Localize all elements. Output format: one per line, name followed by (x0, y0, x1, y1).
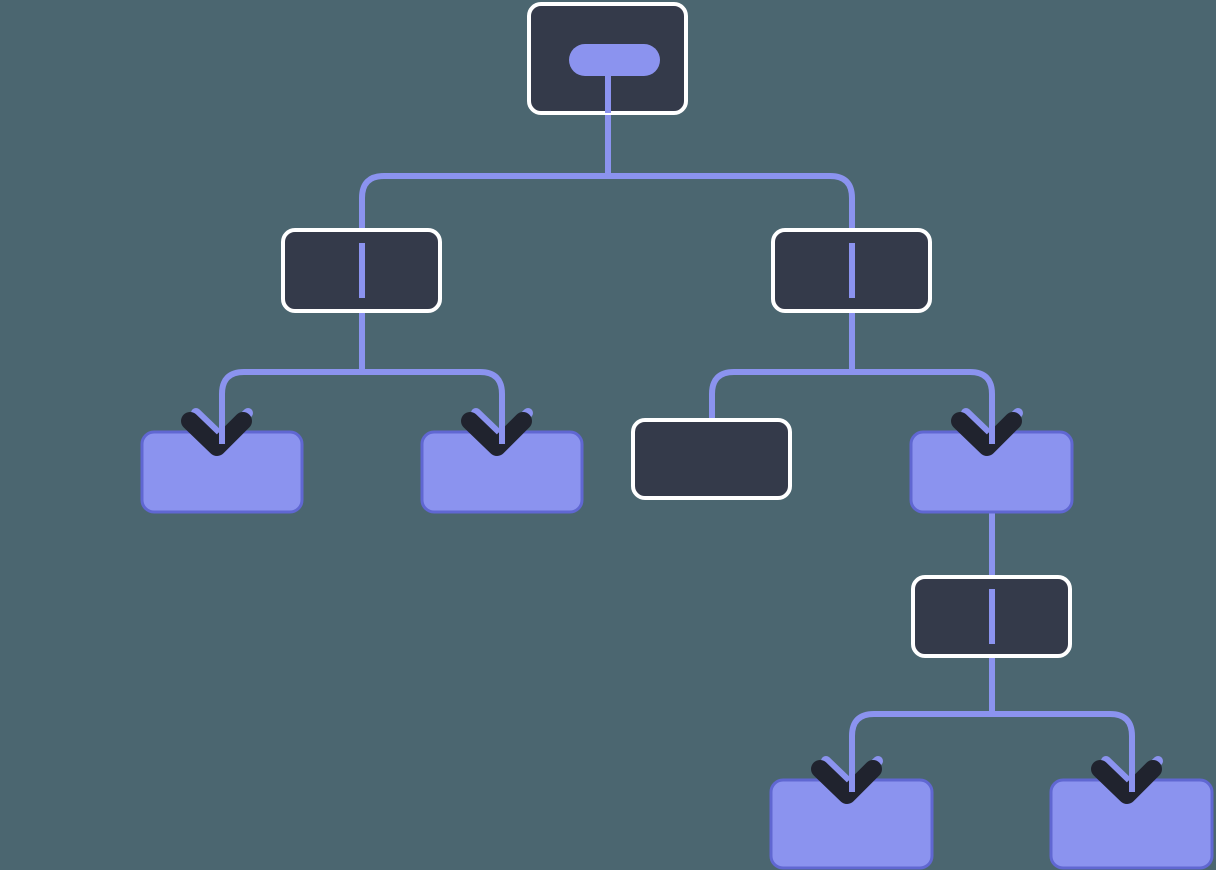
arrow-shaft-leaf-c (989, 400, 995, 444)
arrow-shaft-leaf-e (1129, 748, 1135, 792)
edge-root-to-left-child (359, 173, 608, 228)
node-sub-branch[interactable] (911, 575, 1072, 658)
arrowhead-dark-chevron-icon (811, 760, 882, 804)
edge-root-to-right-child (608, 173, 855, 228)
node-root-pill-badge (569, 44, 660, 76)
arrow-shaft-overlay (219, 400, 1135, 792)
edge-right1-to-child-a (709, 369, 852, 418)
edge-layer (219, 108, 1135, 794)
node-left-branch[interactable] (281, 228, 442, 313)
edge-left1-to-child-b (362, 369, 505, 446)
arrow-shaft-leaf-a (219, 400, 225, 444)
node-left-branch-passthrough-line (359, 243, 365, 298)
edge-left1-to-child-a (219, 369, 362, 446)
edge-right1-to-child-b (852, 369, 995, 446)
arrowhead-dark-chevron-icon (181, 412, 252, 456)
node-root[interactable] (527, 2, 688, 115)
edge-r3-to-child-a (849, 711, 992, 794)
node-right-branch[interactable] (771, 228, 932, 313)
arrow-shaft-leaf-b (499, 400, 505, 444)
arrowhead-dark-chevron-icon (461, 412, 532, 456)
node-root-pill-stem (605, 68, 611, 113)
node-right-branch-passthrough-line (849, 243, 855, 298)
node-sub-branch-passthrough-line (989, 589, 995, 644)
arrow-shaft-leaf-d (849, 748, 855, 792)
edge-r3-to-child-b (992, 711, 1135, 794)
node-dark-leaf[interactable] (631, 418, 792, 500)
arrowhead-dark-chevron-icon (951, 412, 1022, 456)
arrowhead-dark-chevron-icon (1091, 760, 1162, 804)
node-dark-leaf-box[interactable] (631, 418, 792, 500)
